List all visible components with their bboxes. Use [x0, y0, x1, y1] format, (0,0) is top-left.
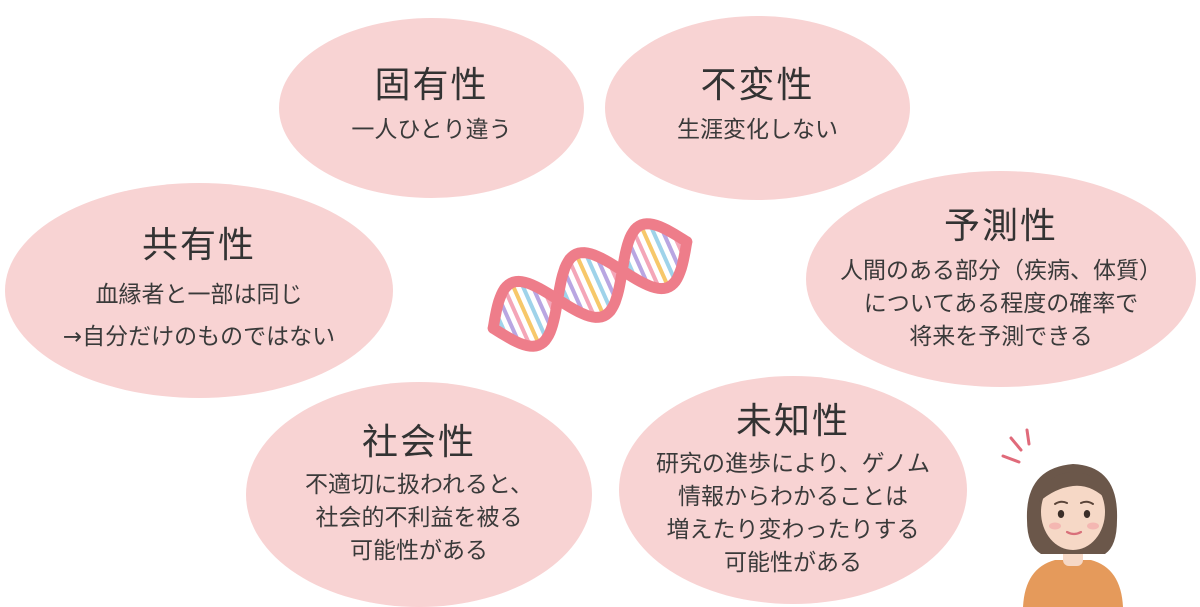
dna-base-pair	[638, 223, 671, 290]
bubble-description: 一人ひとり違う	[351, 116, 512, 143]
dna-base-pair	[647, 221, 678, 284]
bubble-title: 固有性	[374, 64, 489, 106]
bubble-title: 不変性	[700, 64, 815, 106]
worry-lines	[1001, 428, 1031, 464]
bubble-description: 研究の進歩により、ゲノム 情報からわかることは 増えたり変わったりする 可能性が…	[656, 451, 930, 576]
dna-base-pair	[518, 279, 549, 341]
bubble-description: 不適切に扱われると、 社会的不利益を被る 可能性がある	[305, 472, 533, 564]
bubble-uniqueness: 固有性 一人ひとり違う	[279, 18, 584, 198]
bubble-title: 共有性	[141, 224, 256, 266]
bubble-invariance: 不変性 生涯変化しない	[605, 16, 910, 200]
bubble-description: 生涯変化しない	[677, 116, 838, 143]
dna-base-pair	[567, 257, 597, 320]
bubble-predictability: 予測性 人間のある部分（疾病、体質） についてある程度の確率で 将来を予測できる	[806, 171, 1196, 387]
bubble-title: 未知性	[735, 401, 850, 442]
bubble-unknownness: 未知性 研究の進歩により、ゲノム 情報からわかることは 増えたり変わったりする …	[619, 376, 967, 604]
bubble-description: 血縁者と一部は同じ →自分だけのものではない	[62, 281, 336, 350]
dna-base-pair	[631, 229, 662, 291]
bubble-sharedness: 共有性 血縁者と一部は同じ →自分だけのものではない	[5, 183, 393, 398]
dna-base-pair	[583, 250, 613, 313]
bubble-sociality: 社会性 不適切に扱われると、 社会的不利益を被る 可能性がある	[246, 382, 592, 607]
bubble-description: 人間のある部分（疾病、体質） についてある程度の確率で 将来を予測できる	[840, 257, 1162, 350]
dna-strand	[487, 218, 693, 334]
bubble-title: 社会性	[361, 422, 476, 463]
worried-person-icon	[1001, 428, 1123, 607]
dna-base-pair	[509, 280, 542, 347]
dna-icon	[487, 218, 693, 352]
dna-base-pair	[574, 252, 606, 318]
dna-base-pair	[502, 286, 533, 349]
bubble-title: 予測性	[943, 205, 1058, 247]
dna-strand	[487, 236, 693, 352]
